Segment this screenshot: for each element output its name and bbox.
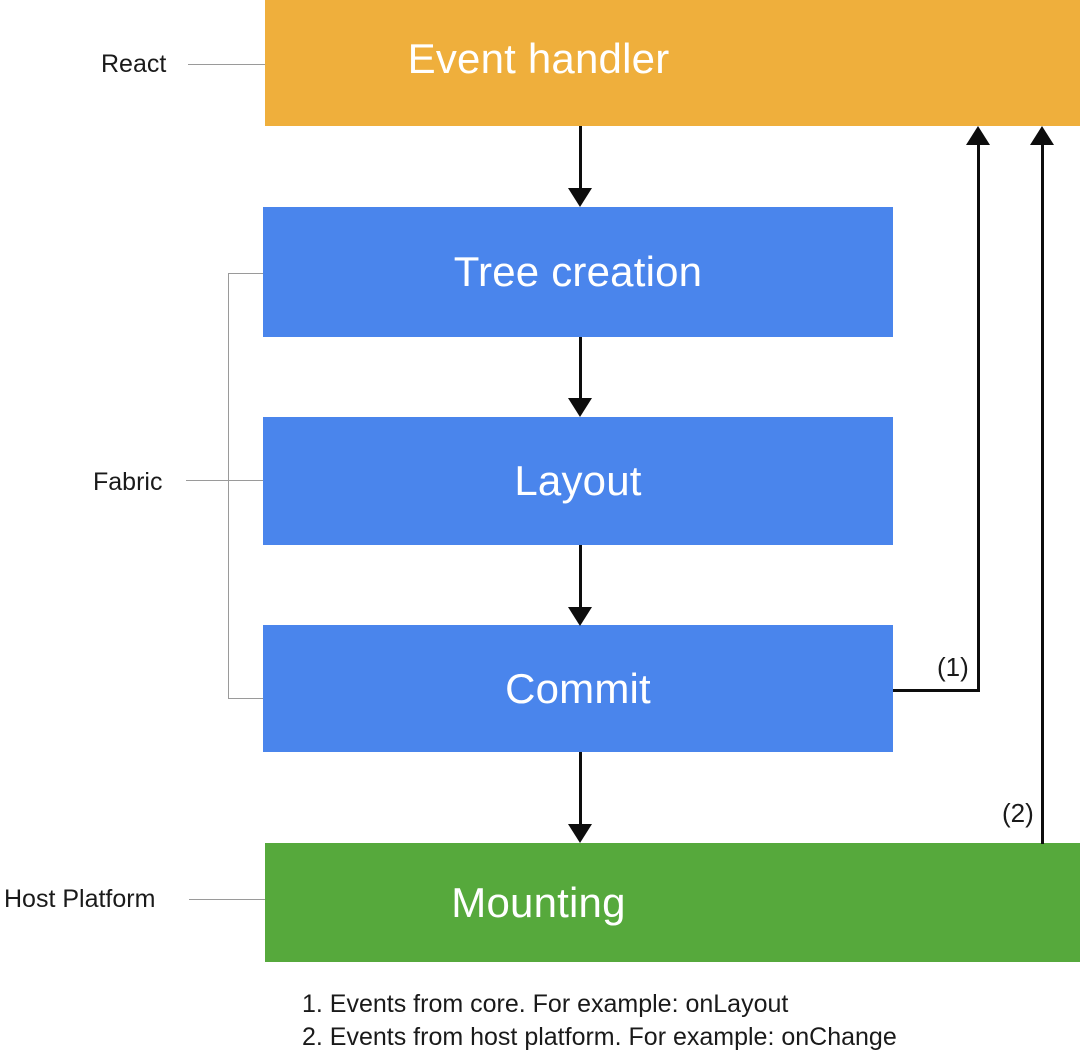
fabric-bracket-vertical [228, 273, 229, 699]
legend: 1. Events from core. For example: onLayo… [302, 988, 1062, 1054]
callout-1-label: (1) [937, 652, 969, 682]
feedback-2-vertical-segment [1041, 144, 1044, 844]
arrow-down-icon [568, 188, 592, 207]
node-commit-label: Commit [505, 664, 651, 712]
callout-2-label: (2) [1002, 798, 1034, 828]
arrow-down-icon [568, 398, 592, 417]
node-commit[interactable]: Commit [263, 625, 893, 752]
host-platform-leader-line [189, 899, 265, 900]
react-leader-line [188, 64, 265, 65]
node-layout-label: Layout [514, 457, 642, 504]
arrow-layout-to-commit [579, 545, 582, 609]
group-label-fabric: Fabric [93, 468, 163, 496]
node-tree-creation-label: Tree creation [453, 248, 703, 295]
arrow-down-icon [568, 824, 592, 843]
node-layout[interactable]: Layout [263, 417, 893, 545]
arrow-down-icon [568, 607, 592, 626]
group-label-react: React [101, 50, 167, 78]
fabric-bracket-bottom [228, 698, 264, 699]
node-tree-creation[interactable]: Tree creation [263, 207, 893, 337]
fabric-bracket-top [228, 273, 264, 274]
arrow-tree-creation-to-layout [579, 337, 582, 400]
legend-item-2: 2. Events from host platform. For exampl… [302, 1023, 897, 1051]
arrow-event-handler-to-tree-creation [579, 126, 582, 190]
feedback-1-vertical-segment [977, 144, 980, 690]
feedback-1-horizontal-segment [893, 689, 980, 692]
arrow-up-icon [1030, 126, 1054, 145]
node-mounting[interactable]: Mounting [265, 843, 1080, 962]
arrow-commit-to-mounting [579, 752, 582, 826]
arrow-up-icon [966, 126, 990, 145]
legend-item-1: 1. Events from core. For example: onLayo… [302, 990, 789, 1018]
group-label-host-platform: Host Platform [4, 885, 156, 913]
node-event-handler-label: Event handler [407, 35, 670, 82]
fabric-leader-line [186, 480, 264, 481]
node-event-handler[interactable]: Event handler [265, 0, 1080, 126]
node-mounting-label: Mounting [451, 878, 626, 926]
